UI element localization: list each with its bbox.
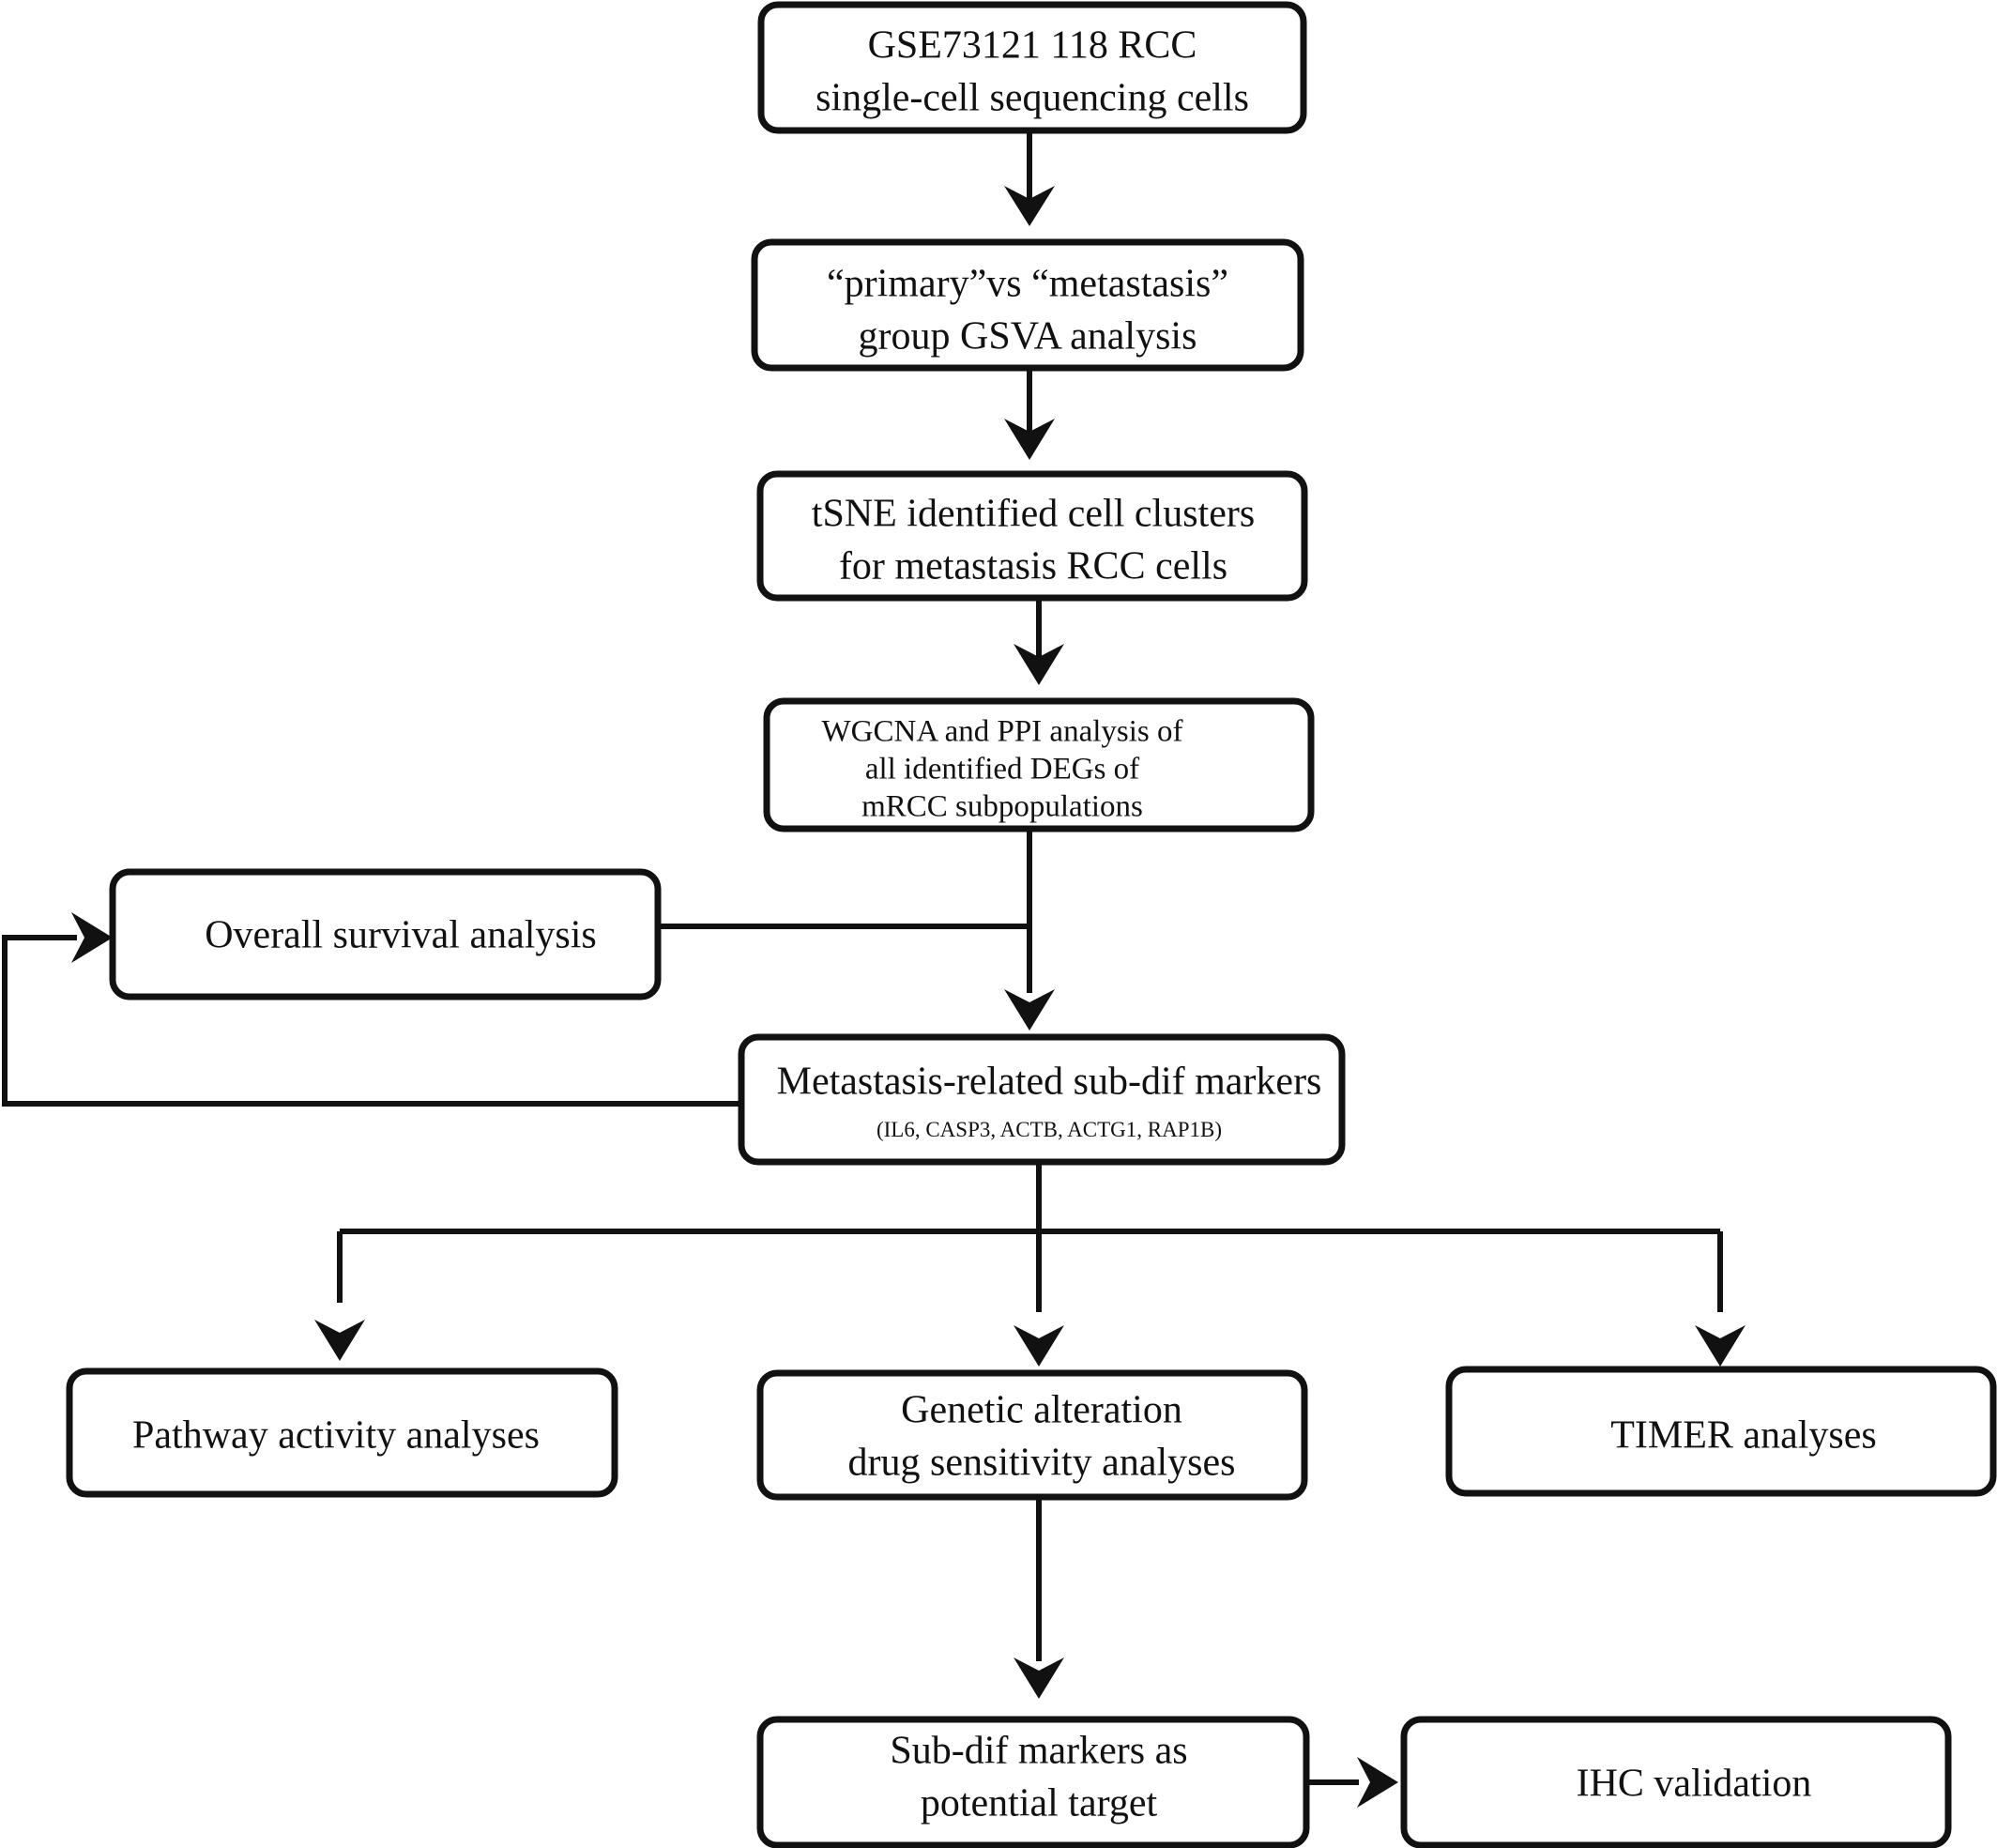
wgcna-label-line: mRCC subpopulations (861, 790, 1143, 824)
arrowhead-ihc (1357, 1757, 1398, 1808)
survival-label-line: Overall survival analysis (205, 914, 597, 957)
gsva-label-line: “primary”vs “metastasis” (827, 263, 1228, 306)
arrowhead-pathway (314, 1320, 365, 1361)
target-label-line: potential target (921, 1782, 1158, 1825)
arrowhead-target (1014, 1657, 1064, 1699)
node-ihc-box (1400, 1716, 1952, 1848)
arrowhead-tsne (1004, 419, 1055, 460)
edge-markers-survival (2, 935, 741, 1107)
arrowhead-genetic (1014, 1325, 1064, 1367)
node-pathway-label: Pathway activity analyses (132, 1414, 540, 1458)
node-genetic-box (756, 1369, 1308, 1501)
ihc-label-line: IHC validation (1577, 1763, 1812, 1806)
node-genetic-label: Genetic alteration drug sensitivity analy… (848, 1389, 1236, 1485)
arrowhead-markers (1004, 989, 1055, 1031)
arrowhead-wgcna (1014, 644, 1064, 685)
node-gse-box (757, 1, 1307, 134)
genetic-label-line: Genetic alteration (901, 1389, 1182, 1432)
node-markers-label: Metastasis-related sub-dif markers (IL6, … (777, 1061, 1322, 1141)
gse-label-line: single-cell sequencing cells (816, 77, 1249, 120)
node-gsva-label: “primary”vs “metastasis” group GSVA analy… (827, 263, 1228, 359)
node-pathway-box (66, 1367, 618, 1498)
node-gsva-box (751, 238, 1304, 372)
node-survival-label: Overall survival analysis (205, 914, 597, 957)
node-target-label: Sub-dif markers as potential target (890, 1730, 1187, 1825)
node-tsne-label: tSNE identified cell clusters for metasta… (812, 493, 1255, 588)
arrowhead-survival (71, 912, 113, 963)
pathway-label-line: Pathway activity analyses (132, 1414, 540, 1458)
node-tsne-box (756, 470, 1308, 602)
timer-label-line: TIMER analyses (1610, 1414, 1876, 1458)
node-target-box (756, 1716, 1310, 1848)
node-markers-box (738, 1033, 1346, 1166)
markers-label-line: (IL6, CASP3, ACTB, ACTG1, RAP1B) (877, 1118, 1222, 1141)
genetic-label-line: drug sensitivity analyses (848, 1442, 1236, 1485)
arrowhead-timer (1695, 1325, 1745, 1367)
gse-label-line: GSE73121 118 RCC (868, 24, 1197, 68)
tsne-label-line: tSNE identified cell clusters (812, 493, 1255, 536)
markers-label-line: Metastasis-related sub-dif markers (777, 1061, 1322, 1104)
target-label-line: Sub-dif markers as (890, 1730, 1187, 1773)
node-wgcna-label: WGCNA and PPI analysis of all identified … (822, 715, 1183, 824)
gsva-label-line: group GSVA analysis (859, 315, 1197, 359)
wgcna-label-line: WGCNA and PPI analysis of (822, 715, 1183, 749)
node-survival-box (109, 868, 662, 1000)
node-timer-label: TIMER analyses (1610, 1414, 1876, 1458)
node-gse-label: GSE73121 118 RCC single-cell sequencing c… (816, 24, 1249, 120)
tsne-label-line: for metastasis RCC cells (839, 545, 1227, 588)
node-ihc-label: IHC validation (1577, 1763, 1812, 1806)
node-wgcna-box (763, 697, 1315, 832)
arrowhead-gsva (1004, 186, 1055, 226)
wgcna-label-line: all identified DEGs of (865, 753, 1139, 787)
node-timer-box (1445, 1366, 1997, 1497)
